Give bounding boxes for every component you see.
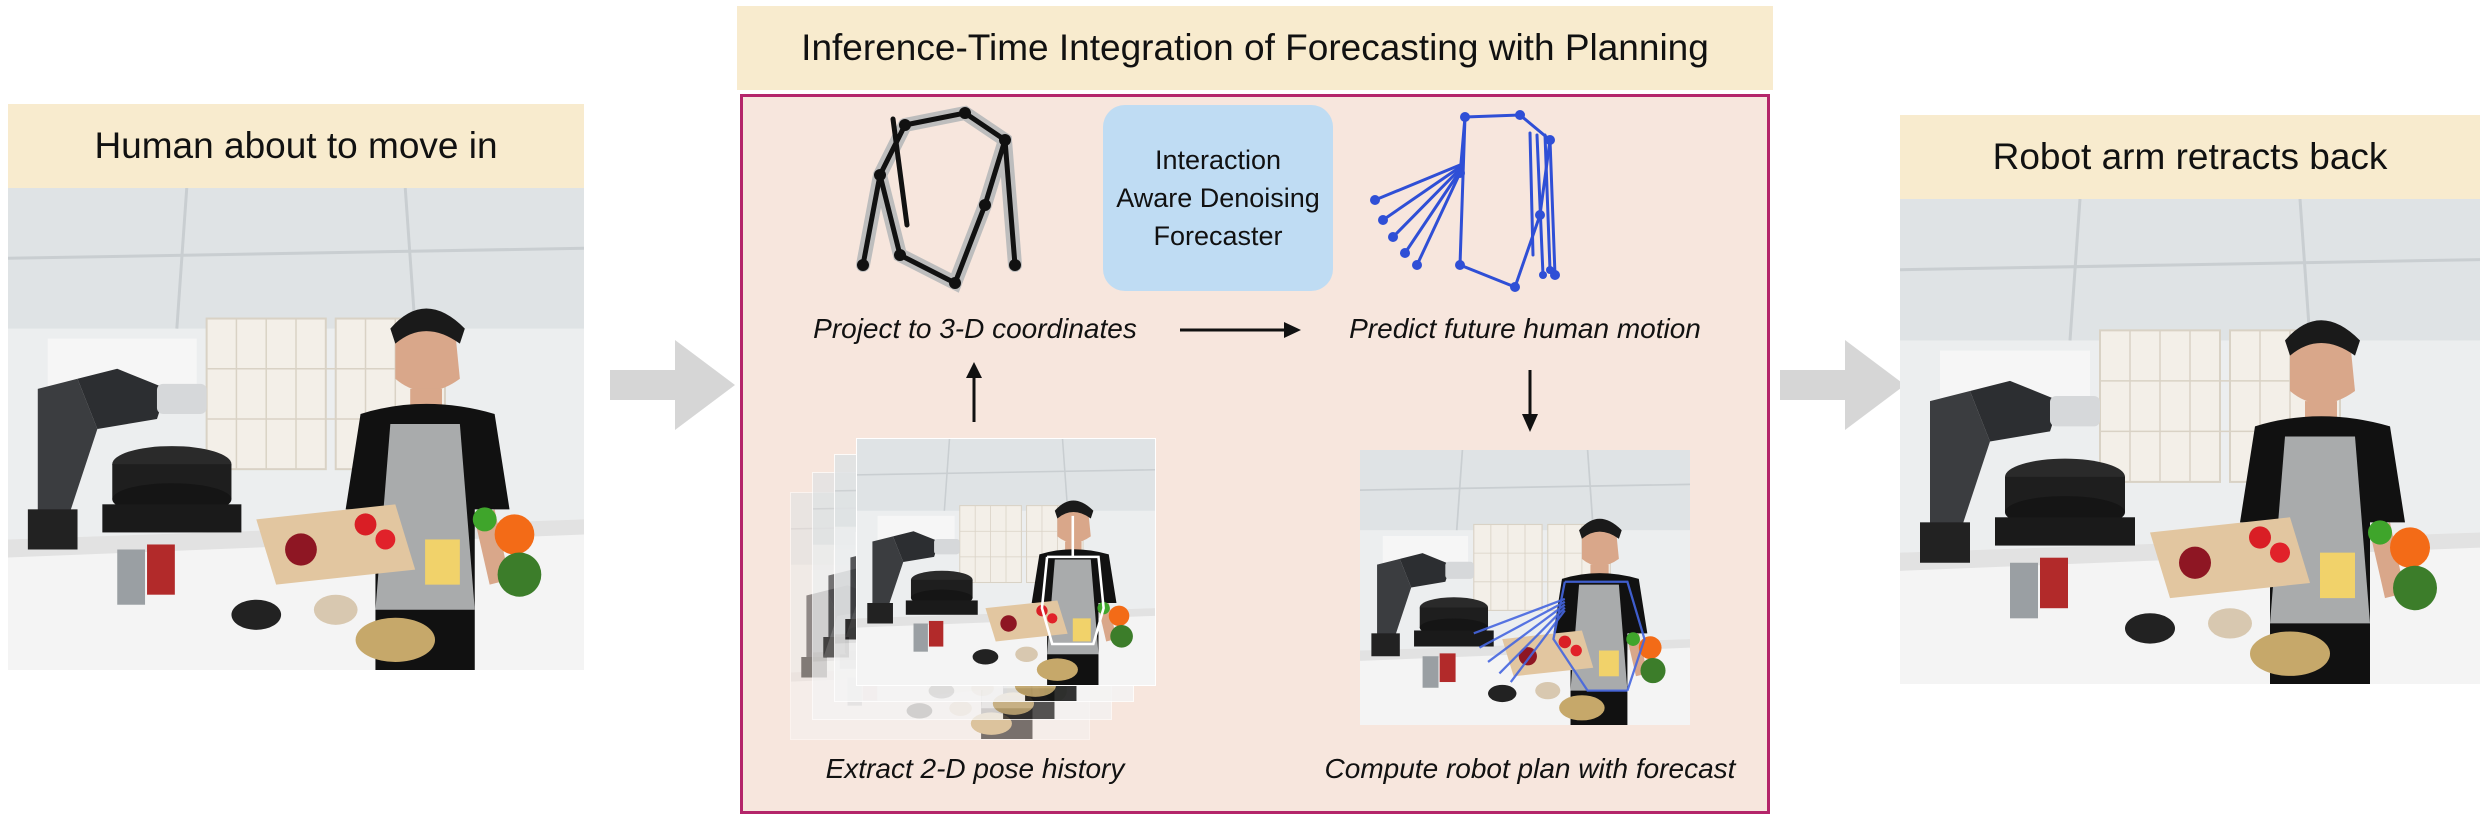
caption-compute: Compute robot plan with forecast — [1300, 753, 1760, 785]
caption-extract-text: Extract 2-D pose history — [825, 753, 1125, 784]
right-title: Robot arm retracts back — [1900, 115, 2480, 199]
right-photo — [1900, 199, 2480, 684]
black-skeleton-figure — [845, 105, 1045, 295]
arrow-right-icon — [610, 340, 735, 430]
caption-predict-text: Predict future human motion — [1349, 313, 1701, 344]
arrow-right-icon — [1780, 340, 1905, 430]
arrow-right-icon — [1178, 318, 1303, 342]
forecaster-line-2: Aware Denoising — [1116, 183, 1320, 213]
forecaster-box: Interaction Aware Denoising Forecaster — [1103, 105, 1333, 291]
blue-skeleton-figure — [1365, 105, 1615, 295]
arrow-up-icon — [962, 360, 986, 424]
center-title: Inference-Time Integration of Forecastin… — [737, 6, 1773, 90]
robot-plan-frame — [1360, 450, 1690, 725]
arrow-down-icon — [1518, 368, 1542, 434]
forecaster-line-3: Forecaster — [1153, 221, 1283, 251]
left-photo — [8, 188, 584, 670]
caption-predict: Predict future human motion — [1315, 313, 1735, 345]
center-title-text: Inference-Time Integration of Forecastin… — [801, 27, 1709, 68]
left-title: Human about to move in — [8, 104, 584, 188]
caption-compute-text: Compute robot plan with forecast — [1324, 753, 1736, 784]
caption-project: Project to 3-D coordinates — [790, 313, 1160, 345]
caption-project-text: Project to 3-D coordinates — [813, 313, 1137, 344]
history-frame-main — [856, 438, 1156, 686]
left-title-text: Human about to move in — [94, 125, 498, 166]
forecaster-line-1: Interaction — [1154, 145, 1282, 175]
caption-extract: Extract 2-D pose history — [790, 753, 1160, 785]
right-title-text: Robot arm retracts back — [1992, 136, 2388, 177]
